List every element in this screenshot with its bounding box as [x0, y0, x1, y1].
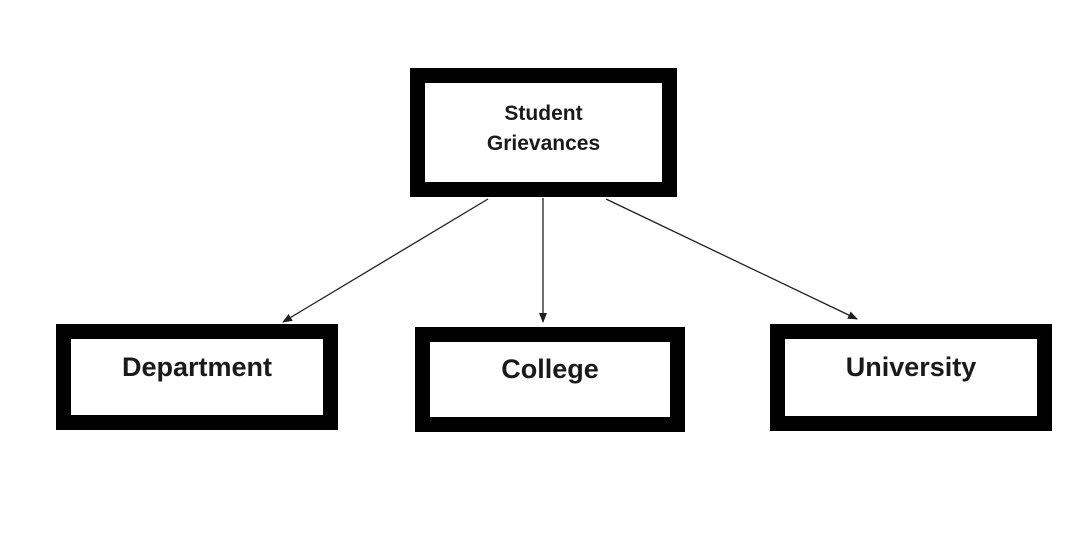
- node-student-grievances-label: Student Grievances: [486, 101, 601, 155]
- arrow-root-to-department: [282, 198, 489, 323]
- arrow-root-to-university: [605, 198, 858, 320]
- node-university: University: [770, 324, 1052, 431]
- node-department-label: Department: [121, 351, 273, 382]
- node-department: Department: [56, 324, 338, 430]
- node-college-label: College: [501, 354, 599, 384]
- node-college: College: [415, 327, 685, 432]
- node-university-label: University: [845, 352, 977, 382]
- node-student-grievances: Student Grievances: [410, 68, 677, 197]
